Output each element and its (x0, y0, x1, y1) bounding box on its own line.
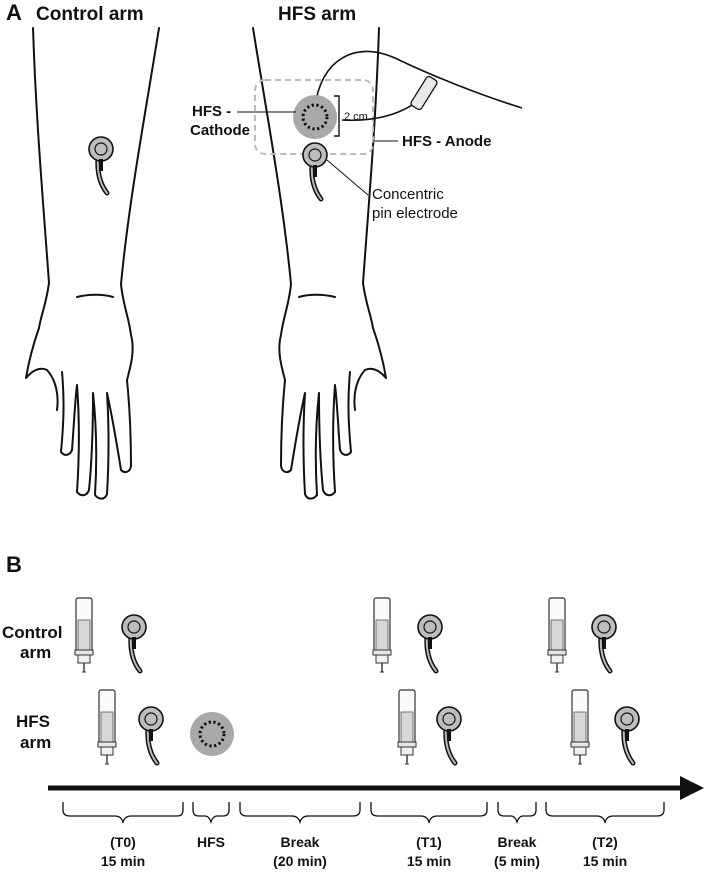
cathode-label-1: HFS - (192, 103, 231, 120)
electrode-hfs-t1 (437, 707, 461, 763)
phase-2-line2: (20 min) (273, 853, 327, 869)
phase-4-line2: (5 min) (494, 853, 540, 869)
syringe-hfs-t2 (570, 689, 590, 765)
electrode-control-t1 (418, 615, 442, 671)
syringe-control-t0 (74, 597, 94, 673)
hfs-cathode-disc (291, 93, 339, 141)
syringe-control-t2 (547, 597, 567, 673)
phase-5-line2: 15 min (583, 853, 627, 869)
pin-leader (326, 159, 369, 196)
panel-a-letter: A (6, 0, 22, 25)
electrode-hfs-t0 (139, 707, 163, 763)
phase-1-line1: HFS (197, 834, 225, 850)
pin-label-2: pin electrode (372, 205, 458, 222)
pin-label-1: Concentric (372, 186, 444, 203)
phase-4-line1: Break (498, 834, 537, 850)
control-arm-electrode (89, 137, 113, 193)
phase-3-line2: 15 min (407, 853, 451, 869)
electrode-hfs-t2 (615, 707, 639, 763)
scale-bracket (334, 95, 340, 137)
row-hfs-label-2: arm (20, 733, 51, 752)
control-arm-outline (25, 27, 160, 500)
electrode-control-t0 (122, 615, 146, 671)
phase-3-line1: (T1) (416, 834, 442, 850)
cathode-label-2: Cathode (190, 122, 250, 139)
timeline-arrowhead (680, 776, 704, 800)
syringe-hfs-t1 (397, 689, 417, 765)
syringe-hfs-t0 (97, 689, 117, 765)
syringe-control-t1 (372, 597, 392, 673)
hfs-arm-title: HFS arm (278, 4, 356, 25)
phase-5-line1: (T2) (592, 834, 618, 850)
hfs-arm-electrode (303, 143, 327, 199)
stimulation-cable (314, 50, 523, 109)
anode-label: HFS - Anode (402, 133, 491, 150)
row-control-label-2: arm (20, 643, 51, 662)
cable-connector (410, 75, 438, 111)
phase-0-line2: 15 min (101, 853, 145, 869)
phase-0-line1: (T0) (110, 834, 136, 850)
phase-2-line1: Break (281, 834, 320, 850)
hfs-stimulation-disc (188, 710, 236, 758)
scale-label: 2 cm (344, 111, 368, 123)
row-hfs-label-1: HFS (16, 712, 50, 731)
row-control-label-1: Control (2, 623, 62, 642)
control-arm-title: Control arm (36, 4, 144, 25)
electrode-control-t2 (592, 615, 616, 671)
panel-b-letter: B (6, 552, 22, 577)
phase-brackets (62, 802, 665, 825)
